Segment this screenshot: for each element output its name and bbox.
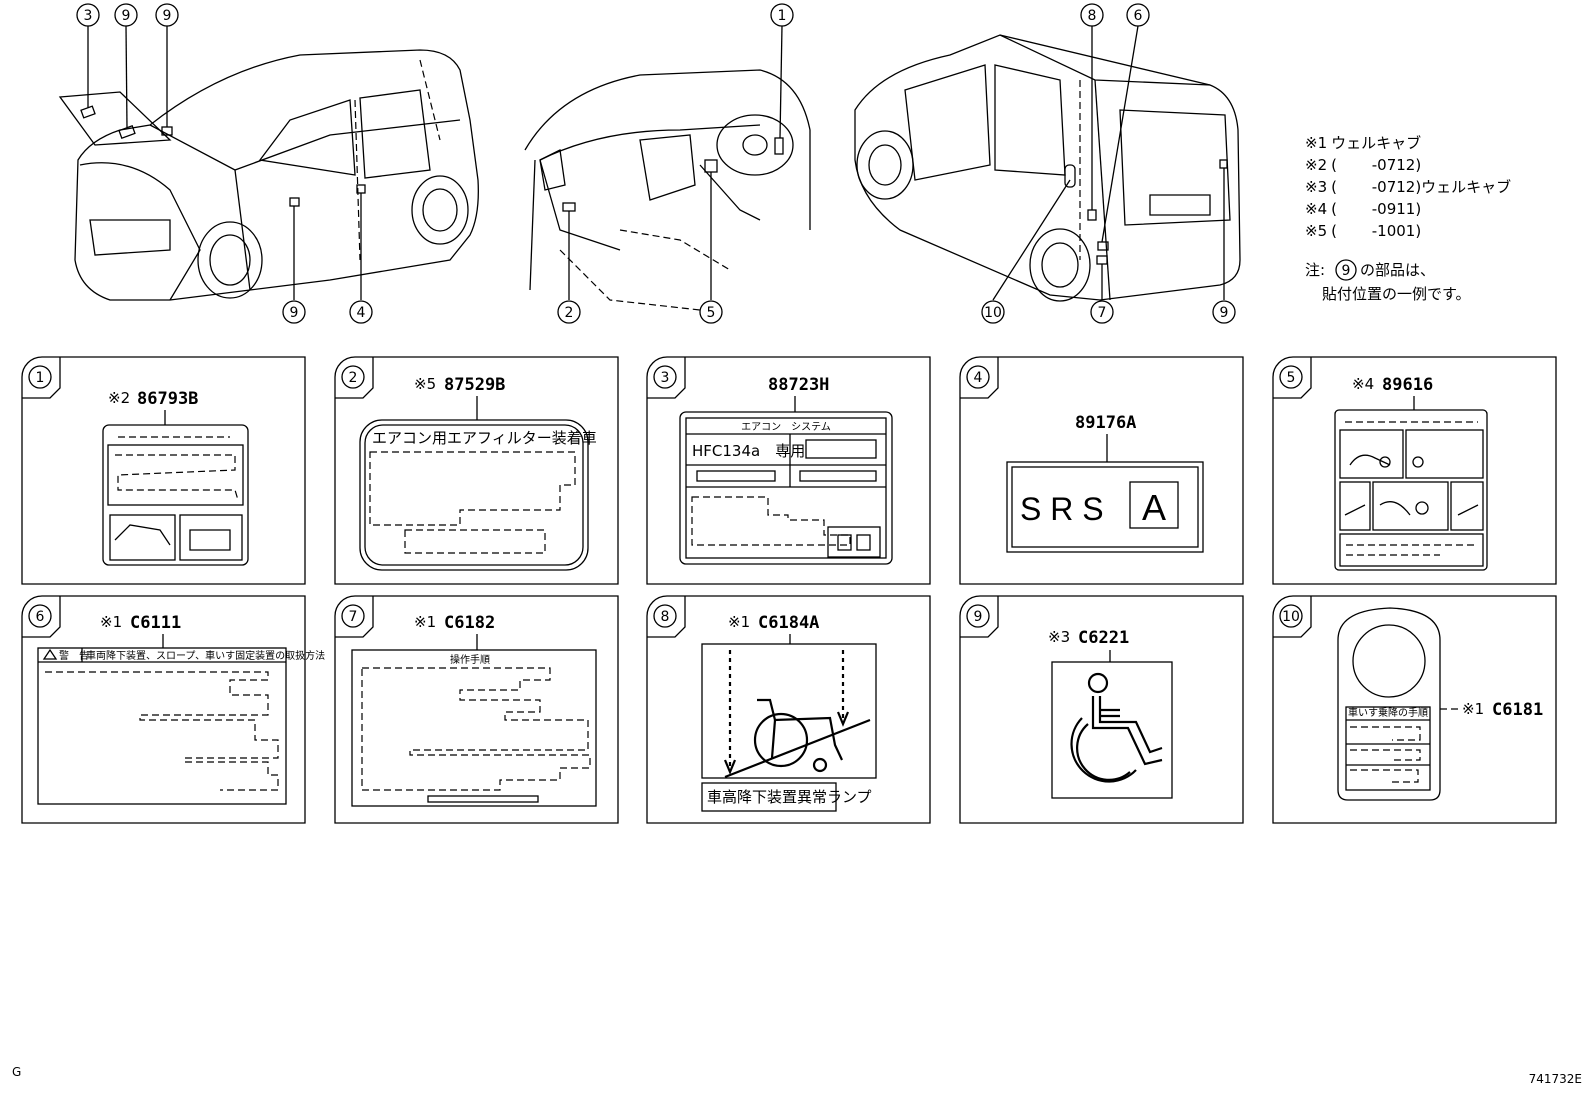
svg-text:8: 8 [661, 609, 670, 625]
svg-text:10: 10 [984, 305, 1002, 321]
callout-1: 1 [770, 3, 794, 27]
callout-2: 2 [557, 300, 581, 324]
svg-text:9: 9 [163, 8, 172, 24]
part-code-88723H: 88723H [768, 375, 829, 395]
svg-text:6: 6 [36, 609, 45, 625]
part-code-C6182: C6182 [444, 613, 495, 633]
callout-5: 5 [699, 300, 723, 324]
note-4: ※4( -0911) [1305, 200, 1421, 218]
svg-text:5: 5 [1287, 370, 1296, 386]
svg-text:1: 1 [778, 8, 787, 24]
svg-text:車両降下装置、スロープ、車いす固定装置の取扱方法: 車両降下装置、スロープ、車いす固定装置の取扱方法 [86, 649, 325, 662]
note-3: ※3( -0712)ウェルキャブ [1305, 178, 1511, 196]
svg-text:※3: ※3 [1048, 628, 1070, 646]
open-hood [58, 91, 172, 146]
vehicle-front-illustration [58, 25, 479, 301]
svg-text:※1: ※1 [728, 613, 750, 631]
note-circle: 9 [1342, 263, 1351, 279]
part-code-89616: 89616 [1382, 375, 1433, 395]
svg-text:1: 1 [36, 370, 45, 386]
svg-text:5: 5 [707, 305, 716, 321]
part-code-87529B: 87529B [444, 375, 505, 395]
vehicle-rear-illustration [854, 25, 1241, 302]
svg-text:3: 3 [84, 8, 93, 24]
callout-9d: 9 [1212, 300, 1236, 324]
svg-text:7: 7 [1098, 305, 1107, 321]
note-line1: の部品は、 [1360, 261, 1435, 279]
svg-text:10: 10 [1282, 609, 1300, 625]
svg-text:7: 7 [349, 609, 358, 625]
label-panel-10: 10 車いす乗降の手順 ※1 C6181 [1272, 595, 1557, 824]
note-prefix: 注: [1305, 261, 1325, 279]
svg-text:※5: ※5 [414, 375, 436, 393]
callout-7: 7 [1090, 300, 1114, 324]
svg-text:4: 4 [357, 305, 366, 321]
part-code-C6184A: C6184A [758, 613, 819, 633]
callout-10: 10 [981, 300, 1005, 324]
label-panel-8: 8 ※1 C6184A 車高降下装置異常ランプ [646, 595, 931, 824]
svg-text:3: 3 [661, 370, 670, 386]
svg-text:9: 9 [1220, 305, 1229, 321]
note-5: ※5( -1001) [1305, 222, 1421, 240]
note-2: ※2( -0712) [1305, 156, 1421, 174]
svg-text:※2: ※2 [108, 389, 130, 407]
svg-text:※4: ※4 [1352, 375, 1374, 393]
callout-9b: 9 [155, 3, 179, 27]
svg-text:9: 9 [974, 609, 983, 625]
svg-text:2: 2 [565, 305, 574, 321]
svg-text:車高降下装置異常ランプ: 車高降下装置異常ランプ [707, 788, 872, 806]
part-code-86793B: 86793B [137, 389, 198, 409]
label-panel-4: 4 89176A S R S A [959, 356, 1244, 585]
svg-text:8: 8 [1088, 8, 1097, 24]
callout-8: 8 [1080, 3, 1104, 27]
svg-text:※1: ※1 [100, 613, 122, 631]
note-line2: 貼付位置の一例です。 [1322, 285, 1471, 303]
label-panel-5: 5 ※4 89616 [1272, 356, 1557, 585]
svg-text:※1: ※1 [414, 613, 436, 631]
svg-text:2: 2 [349, 370, 358, 386]
part-code-C6111: C6111 [130, 613, 181, 633]
callout-9a: 9 [114, 3, 138, 27]
part-code-89176A: 89176A [1075, 413, 1136, 433]
dashboard-illustration [524, 25, 811, 311]
part-code-C6181: C6181 [1492, 700, 1543, 720]
svg-text:6: 6 [1134, 8, 1143, 24]
top-callouts: 3 9 9 9 4 1 2 5 8 6 10 7 9 [76, 3, 1236, 324]
svg-text:警 告: 警 告 [59, 649, 89, 662]
srs-text: S R S [1020, 491, 1104, 527]
label-panel-9: 9 ※3 C6221 [959, 595, 1244, 824]
callout-9c: 9 [282, 300, 306, 324]
label-panel-2: 2 ※5 87529B エアコン用エアフィルター装着車 [334, 356, 619, 585]
callout-4: 4 [349, 300, 373, 324]
label-panel-6: 6 ※1 C6111 警 告 車両降下装置、スロープ、車いす固定装置の取扱方法 [21, 595, 325, 824]
label-panel-3: 3 88723H エアコン システム HFC134a 専用 [646, 356, 931, 585]
callout-6: 6 [1126, 3, 1150, 27]
svg-text:4: 4 [974, 370, 983, 386]
svg-text:9: 9 [290, 305, 299, 321]
label-panel-7: 7 ※1 C6182 操作手順 [334, 595, 619, 824]
footer-left-mark: G [12, 1065, 22, 1079]
svg-text:車いす乗降の手順: 車いす乗降の手順 [1348, 706, 1428, 719]
figure-id: 741732E [1528, 1072, 1582, 1086]
svg-text:エアコン システム: エアコン システム [741, 421, 831, 433]
svg-text:エアコン用エアフィルター装着車: エアコン用エアフィルター装着車 [372, 429, 597, 447]
wheelchair-symbol [1070, 672, 1163, 783]
svg-text:※1: ※1 [1462, 700, 1484, 718]
callout-3: 3 [76, 3, 100, 27]
svg-text:9: 9 [122, 8, 131, 24]
srs-box-letter: A [1142, 487, 1166, 528]
svg-text:操作手順: 操作手順 [450, 653, 490, 666]
label-panel-1: 1 ※2 86793B [21, 356, 306, 585]
svg-text:HFC134a 専用: HFC134a 専用 [692, 442, 805, 460]
part-code-C6221: C6221 [1078, 628, 1129, 648]
